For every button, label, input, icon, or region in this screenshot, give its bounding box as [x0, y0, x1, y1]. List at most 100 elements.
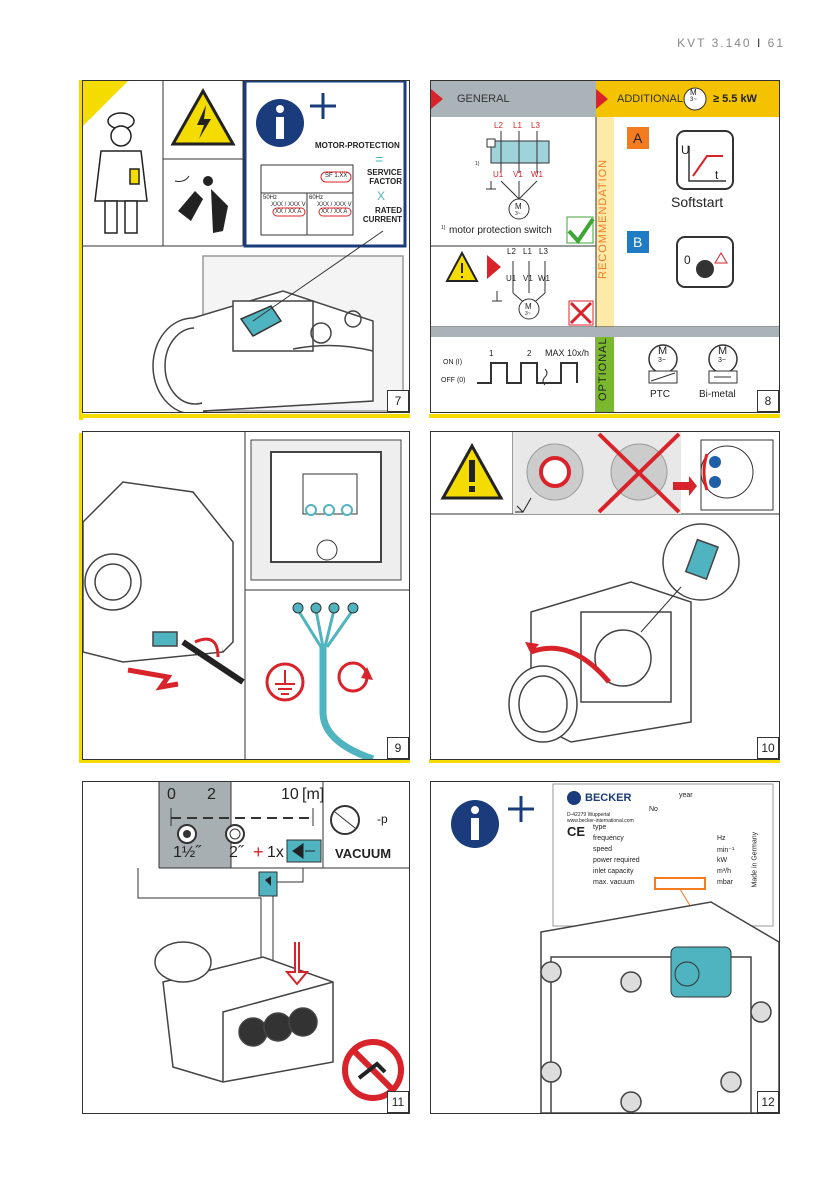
page-header: KVT 3.140 I 61 [677, 36, 785, 50]
direct-v1: V1 [523, 274, 533, 283]
recommendation-label: RECOMMENDATION [597, 158, 609, 279]
option-b-label: B [633, 234, 643, 250]
voltage-60: XXX / XXX V [317, 202, 352, 208]
worker-figure [94, 112, 148, 234]
plate-row-label: type [593, 824, 607, 831]
electric-hazard-warning-icon [170, 87, 236, 146]
plate-row-label: power required [593, 857, 640, 864]
brand-name: BECKER [585, 792, 632, 804]
valve-quantity: 1x [267, 844, 284, 861]
panel-10-illustration [431, 432, 779, 743]
scale-unit: [m] [302, 786, 325, 803]
starter-footnote-mark: 1) [475, 161, 480, 167]
panel-number-12: 12 [757, 1091, 779, 1113]
pulse-count-2: 2 [527, 349, 532, 358]
yellow-edge-bottom-10 [429, 759, 780, 763]
ce-mark: CE [567, 824, 586, 839]
direct-motor-symbol: M [525, 302, 532, 311]
footnote-mark: 1) [441, 225, 446, 231]
direct-l2: L2 [507, 247, 516, 256]
bimetal-motor-sub: 3~ [718, 357, 726, 364]
scale-zero: 0 [167, 786, 176, 803]
panel-8-motor-wiring: GENERAL ADDITIONAL M 3~ ≥ 5.5 kW RECOMME… [430, 80, 780, 413]
electrocution-icon [174, 175, 228, 233]
direct-l1: L1 [523, 247, 532, 256]
starter-l1: L1 [513, 121, 522, 130]
pump-side-drawing [83, 481, 245, 685]
panel-number-9: 9 [387, 737, 409, 759]
plus-sign: + [253, 842, 264, 862]
starter-motor-sub: 3~ [515, 211, 521, 217]
panel-8-diagrams [431, 81, 779, 412]
panel-9-illustration [83, 432, 409, 759]
times-sign: X [377, 189, 386, 203]
pulse-off-label: OFF (0) [441, 377, 466, 384]
warning-triangle-icon [440, 442, 504, 500]
frequency-60: 60Hz [309, 195, 324, 201]
equals-sign: = [375, 151, 384, 167]
motor-protection-label: MOTOR-PROTECTION [315, 141, 400, 150]
additional-header: ADDITIONAL [617, 93, 684, 105]
plate-row-label: frequency [593, 835, 624, 842]
pulse-count-1: 1 [489, 349, 494, 358]
plate-year: year [679, 792, 693, 799]
plate-row-unit: m³/h [717, 868, 731, 875]
panel-10-rotation-check: 10 [430, 431, 780, 760]
power-threshold: ≥ 5.5 kW [713, 93, 757, 105]
starter-u1: U1 [493, 170, 504, 179]
rated-current-label: RATED CURRENT [362, 206, 402, 224]
panel-number-8: 8 [757, 390, 779, 412]
yellow-edge-bottom-9 [79, 759, 410, 763]
direct-motor-sub: 3~ [525, 311, 531, 317]
softstart-axis-u: U [681, 143, 690, 157]
motor-drawing [152, 255, 404, 412]
pump-drawing [508, 523, 740, 743]
footnote-text: motor protection switch [449, 225, 552, 236]
plate-row-label: max. vacuum [593, 879, 635, 886]
service-factor-label: SERVICE FACTOR [367, 168, 402, 186]
ptc-motor-sub: 3~ [658, 357, 666, 364]
current-60: XX / XX A [321, 209, 348, 215]
switch-zero: 0 [684, 253, 691, 267]
panel-number-7: 7 [387, 390, 409, 412]
starter-l3: L3 [531, 121, 540, 130]
pump-drawing [540, 901, 779, 1113]
pump-drawing [154, 941, 334, 1083]
panel-7-illustration [83, 81, 407, 412]
pulse-on-label: ON (I) [443, 359, 463, 366]
option-a-label: A [633, 130, 643, 146]
direct-l3: L3 [539, 247, 548, 256]
plate-serial-no: No [649, 806, 658, 813]
panel-12-nameplate: BECKER year No D-42279 Wuppertal www.bec… [430, 781, 780, 1114]
ptc-label: PTC [650, 389, 670, 400]
softstart-axis-t: t [715, 168, 719, 182]
panel-9-electrical-connection: 9 [82, 431, 410, 760]
plate-made-in: Made in Germany [751, 831, 759, 888]
plate-row-unit: kW [717, 857, 728, 864]
softstart-label: Softstart [671, 194, 724, 210]
panel-number-11: 11 [387, 1091, 409, 1113]
voltage-50: XXX / XXX V [271, 202, 306, 208]
panel-7-motor-protection: MOTOR-PROTECTION = SERVICE FACTOR X RATE… [82, 80, 410, 413]
vacuum-label: VACUUM [335, 846, 392, 861]
plate-row-label: speed [593, 846, 613, 853]
starter-motor-symbol: M [515, 202, 522, 211]
plate-row-unit: mbar [717, 879, 733, 886]
pipe-size-b: 2˝ [229, 844, 244, 861]
bimetal-motor-symbol: M [718, 345, 728, 357]
pulse-max-label: MAX 10x/h [545, 348, 590, 358]
plate-row-unit: Hz [717, 835, 726, 842]
plate-address: D-42279 Wuppertal [567, 812, 611, 818]
sf-value: SF 1.XX [325, 173, 348, 179]
direct-u1: U1 [506, 274, 517, 283]
plate-row-label: inlet capacity [593, 868, 634, 875]
header-separator: I [756, 36, 763, 50]
plate-web: www.becker-international.com [567, 818, 634, 824]
direct-w1: W1 [538, 274, 550, 283]
bimetal-label: Bi-metal [699, 389, 736, 400]
panel-11-vacuum-piping: 0 2 10 [m] 1½˝ 2˝ + 1x -p VACUUM 11 [82, 781, 410, 1114]
scale-ten: 10 [281, 786, 299, 803]
starter-l2: L2 [494, 121, 503, 130]
frequency-50: 50Hz [263, 195, 278, 201]
current-50: XX / XX A [275, 209, 302, 215]
